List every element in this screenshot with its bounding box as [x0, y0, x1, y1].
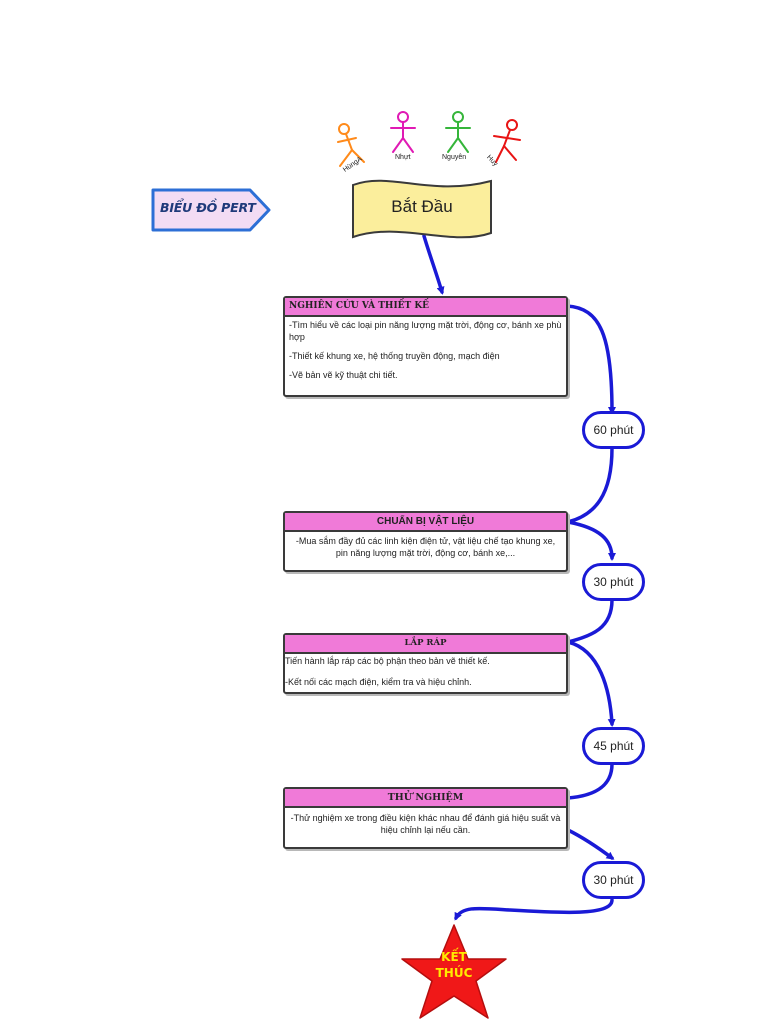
stick-figure-icon — [445, 111, 471, 153]
pert-title-tag: BIỂU ĐỒ PERT — [150, 187, 272, 233]
duration-45: 45 phút — [582, 727, 645, 765]
task-body: Tiến hành lắp ráp các bộ phận theo bản v… — [285, 654, 566, 688]
task-line: -Kết nối các mạch điện, kiểm tra và hiệu… — [285, 677, 472, 687]
task-header: NGHIÊN CỨU VÀ THIẾT KẾ — [285, 298, 566, 317]
arrow-60-to-materials — [566, 446, 614, 524]
task-research-design: NGHIÊN CỨU VÀ THIẾT KẾ -Tìm hiểu về các … — [283, 296, 568, 397]
person-nguyen: Nguyên — [440, 110, 480, 170]
stick-figure-icon — [493, 119, 521, 163]
task-line: -Thiết kế khung xe, hệ thống truyền động… — [289, 351, 500, 361]
arrow-research-to-60 — [565, 304, 616, 415]
task-header: THỬ NGHIỆM — [285, 789, 566, 808]
arrow-30-to-assembly — [566, 598, 614, 644]
task-body: -Tìm hiểu về các loại pin năng lượng mặt… — [285, 317, 566, 381]
task-line: -Vẽ bản vẽ kỹ thuật chi tiết. — [289, 370, 398, 380]
task-body: -Thử nghiệm xe trong điều kiện khác nhau… — [285, 808, 566, 836]
arrow-assembly-to-45 — [566, 640, 616, 727]
arrow-testing-to-30 — [566, 828, 615, 860]
arrow-materials-to-30 — [566, 520, 616, 561]
task-testing: THỬ NGHIỆM -Thử nghiệm xe trong điều kiệ… — [283, 787, 568, 849]
arrow-30-to-end — [454, 898, 614, 921]
task-prepare-materials: CHUẨN BỊ VẬT LIỆU -Mua sắm đầy đủ các li… — [283, 511, 568, 572]
start-label: Bắt Đầu — [391, 197, 453, 216]
task-body: -Mua sắm đầy đủ các linh kiện điện tử, v… — [285, 532, 566, 559]
duration-30-materials: 30 phút — [582, 563, 645, 601]
pert-title: BIỂU ĐỒ PERT — [160, 200, 256, 215]
stick-figure-icon — [390, 111, 416, 153]
task-line: -Tìm hiểu về các loại pin năng lượng mặt… — [289, 320, 562, 342]
start-banner-shape — [352, 179, 492, 239]
duration-60: 60 phút — [582, 411, 645, 449]
title-tag-shape — [151, 188, 271, 232]
person-name-nguyen: Nguyên — [442, 154, 467, 161]
arrow-45-to-testing — [566, 762, 614, 800]
person-nhut: Nhựt — [385, 110, 425, 170]
task-line: -Mua sắm đầy đủ các linh kiện điện tử, v… — [295, 536, 556, 558]
duration-30-testing: 30 phút — [582, 861, 645, 899]
task-header: LẮP RÁP — [285, 635, 566, 654]
arrow-start-to-research — [422, 234, 445, 295]
star-icon — [401, 924, 507, 1019]
task-line: Tiến hành lắp ráp các bộ phận theo bản v… — [285, 656, 490, 666]
person-hunga: HùngA — [330, 122, 370, 182]
start-node: Bắt Đầu — [350, 175, 494, 243]
task-header: CHUẨN BỊ VẬT LIỆU — [285, 513, 566, 532]
person-huy: Huy — [485, 118, 530, 178]
stick-figure-icon — [337, 123, 365, 167]
person-name-nhut: Nhựt — [395, 154, 411, 161]
task-line: -Thử nghiệm xe trong điều kiện khác nhau… — [290, 813, 561, 835]
task-assembly: LẮP RÁP Tiến hành lắp ráp các bộ phận th… — [283, 633, 568, 694]
